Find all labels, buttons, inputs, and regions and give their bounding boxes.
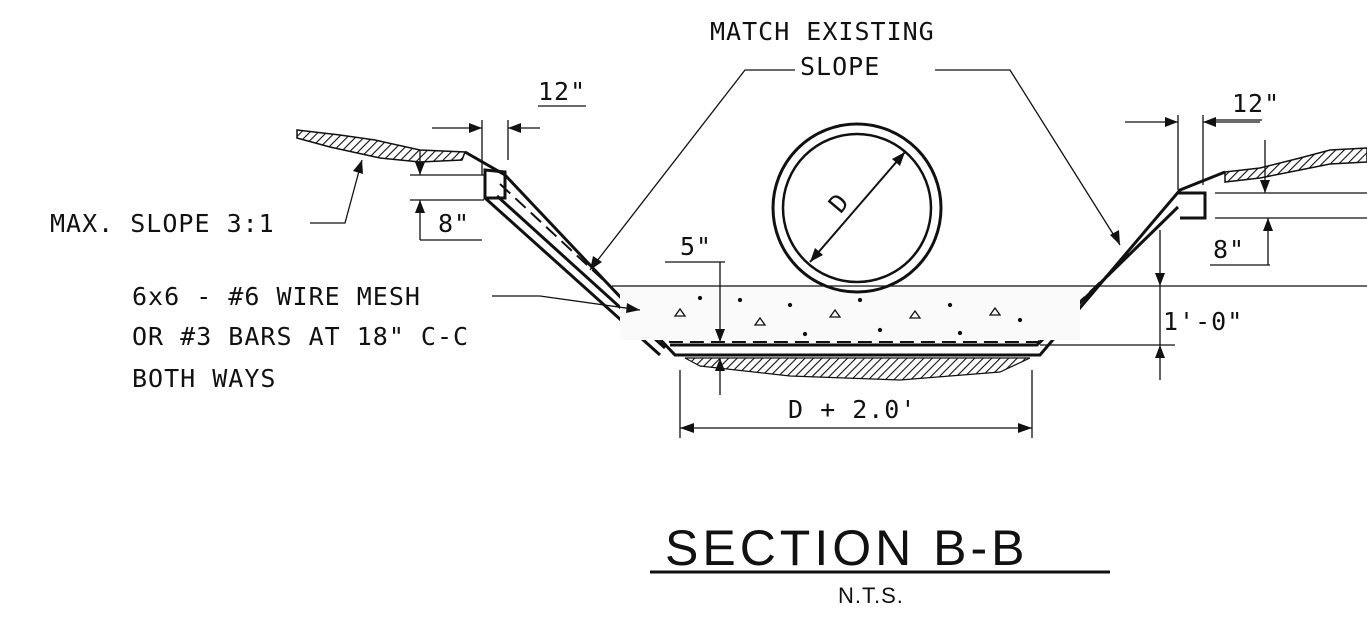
mesh-label-line1: 6x6 - #6 WIRE MESH bbox=[132, 282, 421, 311]
dim-8-right: 8" bbox=[1213, 235, 1245, 264]
existing-ground-right bbox=[1224, 147, 1367, 183]
pipe-diameter-line bbox=[809, 151, 906, 263]
bottom-width-label: D + 2.0' bbox=[788, 395, 916, 424]
dim-12-right: 12" bbox=[1232, 89, 1280, 118]
max-slope-leader bbox=[310, 159, 363, 224]
curb-right bbox=[1178, 191, 1207, 220]
pipe-inner bbox=[781, 132, 933, 284]
mesh-leader bbox=[492, 295, 641, 311]
subgrade-hatch bbox=[684, 357, 1031, 381]
mesh-label-line2: OR #3 BARS AT 18" C-C bbox=[132, 322, 469, 351]
existing-ground-left bbox=[296, 129, 467, 163]
pipe-outer bbox=[771, 122, 943, 294]
wire-mesh bbox=[499, 183, 1181, 343]
dim-1ft: 1'-0" bbox=[1163, 307, 1243, 336]
section-subtitle: N.T.S. bbox=[838, 583, 904, 608]
section-title: SECTION B-B bbox=[665, 520, 1028, 576]
mesh-label-line3: BOTH WAYS bbox=[132, 364, 276, 393]
dim-8-left: 8" bbox=[438, 209, 470, 238]
concrete-fill bbox=[620, 285, 1080, 340]
dim-12-left: 12" bbox=[538, 77, 586, 106]
dim-5: 5" bbox=[680, 232, 712, 261]
match-slope-leader-right bbox=[935, 69, 1121, 246]
slope-text: SLOPE bbox=[800, 52, 880, 81]
max-slope-label: MAX. SLOPE 3:1 bbox=[50, 209, 275, 238]
match-existing-text: MATCH EXISTING bbox=[710, 17, 935, 46]
match-slope-leader-left bbox=[589, 69, 795, 271]
